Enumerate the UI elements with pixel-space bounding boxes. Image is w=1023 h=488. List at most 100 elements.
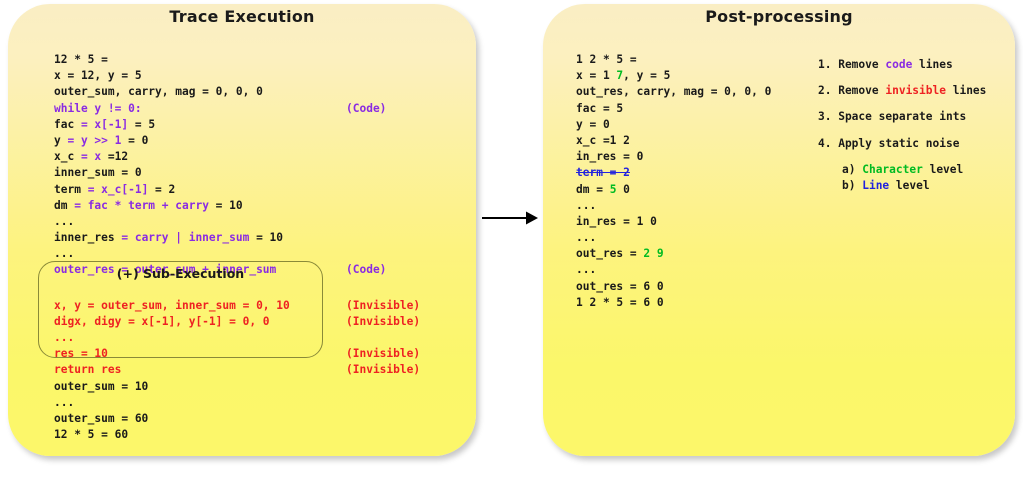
trace-line: x = 12, y = 5 xyxy=(54,68,290,84)
sub-execution-line: ... xyxy=(54,330,290,346)
post-processing-step: b) Line level xyxy=(818,178,986,194)
code-segment: out_res, carry, mag = 0, 0, 0 xyxy=(576,85,772,99)
trace-execution-panel xyxy=(8,4,476,456)
code-segment: x, y = outer_sum, inner_sum = 0, 10 xyxy=(54,298,290,312)
code-segment: = x[-1] xyxy=(74,117,129,131)
line-annotation: (Invisible) xyxy=(346,347,421,361)
code-segment: =12 xyxy=(101,150,129,164)
trace-line: outer_sum, carry, mag = 0, 0, 0 xyxy=(54,84,290,100)
code-segment: = 10 xyxy=(208,198,243,212)
code-segment: digx, digy = x[-1], y[-1] = 0, 0 xyxy=(54,314,270,328)
code-segment: = fac * term + carry xyxy=(67,198,209,212)
code-segment: y = 0 xyxy=(576,117,610,131)
trace-line: outer_sum = 60 xyxy=(54,411,290,427)
code-segment: = x xyxy=(74,150,102,164)
trace-line: x_c = x =12 xyxy=(54,149,290,165)
code-segment: 7 xyxy=(616,69,624,83)
post-line: 1 2 * 5 = xyxy=(576,52,771,68)
code-segment: term = 2 xyxy=(576,166,630,180)
code-segment: ... xyxy=(54,395,75,409)
code-segment: x = 12, y = 5 xyxy=(54,69,142,83)
code-segment: , y = 5 xyxy=(623,69,671,83)
code-segment: a) xyxy=(842,162,863,176)
post-line: ... xyxy=(576,262,771,278)
post-line: in_res = 0 xyxy=(576,149,771,165)
post-line: ... xyxy=(576,230,771,246)
post-line: ... xyxy=(576,198,771,214)
trace-execution-code: 12 * 5 =x = 12, y = 5 outer_sum, carry, m… xyxy=(54,52,420,443)
post-line: out_res = 6 0 xyxy=(576,279,771,295)
sub-execution-title: (+) Sub-Execution xyxy=(116,266,245,281)
code-segment: outer_res = outer_sum + inner_sum xyxy=(54,263,277,277)
trace-execution-title: Trace Execution xyxy=(169,7,315,26)
code-segment: = carry | inner_sum xyxy=(114,231,250,245)
code-segment: 1 2 * 5 = xyxy=(576,53,637,66)
code-segment: fac = 5 xyxy=(576,101,624,115)
code-segment: outer_sum = 10 xyxy=(54,379,149,393)
code-segment: 12 * 5 = 60 xyxy=(54,428,129,442)
post-line: y = 0 xyxy=(576,117,771,133)
code-segment: level xyxy=(922,162,964,176)
code-segment: = 2 xyxy=(148,182,176,196)
right-arrow-icon xyxy=(482,211,538,225)
code-segment: in_res = 1 0 xyxy=(576,214,657,228)
code-segment: inner_res xyxy=(54,231,115,245)
trace-line: 12 * 5 = xyxy=(54,52,290,68)
trace-line: ... xyxy=(54,395,290,411)
code-segment: 4. Apply static noise xyxy=(818,136,960,150)
code-segment: y xyxy=(54,133,61,147)
trace-line: outer_sum = 10 xyxy=(54,379,290,395)
code-segment: Character xyxy=(862,162,923,176)
post-line: dm = 5 0 xyxy=(576,182,771,198)
code-segment: 0 xyxy=(616,182,630,196)
trace-line: 12 * 5 = 60 xyxy=(54,427,290,443)
code-segment: x_c =1 2 xyxy=(576,133,630,147)
trace-line: ... xyxy=(54,246,290,262)
line-annotation: (Invisible) xyxy=(346,314,421,328)
code-segment: = y >> 1 xyxy=(60,133,122,147)
post-line: out_res, carry, mag = 0, 0, 0 xyxy=(576,84,771,100)
code-segment: 1 2 * 5 = 6 0 xyxy=(576,295,664,309)
trace-line: inner_sum = 0 xyxy=(54,165,290,181)
code-segment: while y != 0: xyxy=(54,101,142,115)
sub-execution-box[interactable] xyxy=(38,261,323,358)
sub-execution-line: return res(Invisible) xyxy=(54,362,420,378)
code-segment: 5 xyxy=(609,182,617,196)
code-segment: 2 9 xyxy=(643,247,664,261)
post-line: in_res = 1 0 xyxy=(576,214,771,230)
code-segment: ... xyxy=(54,214,75,228)
code-segment: outer_sum, carry, mag = 0, 0, 0 xyxy=(54,85,263,99)
code-segment: out_res = 6 0 xyxy=(576,279,664,293)
code-segment: res = 10 xyxy=(54,347,108,361)
trace-line: y = y >> 1 = 0 xyxy=(54,133,290,149)
line-annotation: (Code) xyxy=(346,263,387,277)
post-processing-step: 1. Remove code lines xyxy=(818,57,986,73)
post-line: x = 1 7, y = 5 xyxy=(576,68,771,84)
code-segment: term xyxy=(54,182,81,196)
code-segment: dm xyxy=(54,198,68,212)
code-segment: = 0 xyxy=(121,133,149,147)
trace-line: inner_res = carry | inner_sum = 10 xyxy=(54,230,290,246)
trace-line: while y != 0: (Code) xyxy=(54,101,386,117)
code-segment: 3. Space separate ints xyxy=(818,110,967,124)
post-processing-step: 3. Space separate ints xyxy=(818,109,986,125)
sub-execution-line: res = 10 (Invisible) xyxy=(54,346,420,362)
code-segment: code xyxy=(885,58,913,71)
code-segment: level xyxy=(889,178,930,192)
trace-line: fac = x[-1] = 5 xyxy=(54,117,290,133)
code-segment: b) xyxy=(842,178,863,192)
code-segment: ... xyxy=(576,263,597,277)
sub-execution-line: x, y = outer_sum, inner_sum = 0, 10(Invi… xyxy=(54,298,420,314)
code-segment: in_res = 0 xyxy=(576,150,644,164)
code-segment: return res xyxy=(54,363,122,377)
code-segment: lines xyxy=(912,58,953,71)
code-segment: = 10 xyxy=(249,231,284,245)
code-segment: lines xyxy=(945,84,987,98)
code-segment: out_res = xyxy=(576,247,644,261)
code-segment: 2. Remove xyxy=(818,84,886,98)
post-line: fac = 5 xyxy=(576,101,771,117)
post-line: out_res = 2 9 xyxy=(576,246,771,262)
line-annotation: (Code) xyxy=(346,101,387,115)
